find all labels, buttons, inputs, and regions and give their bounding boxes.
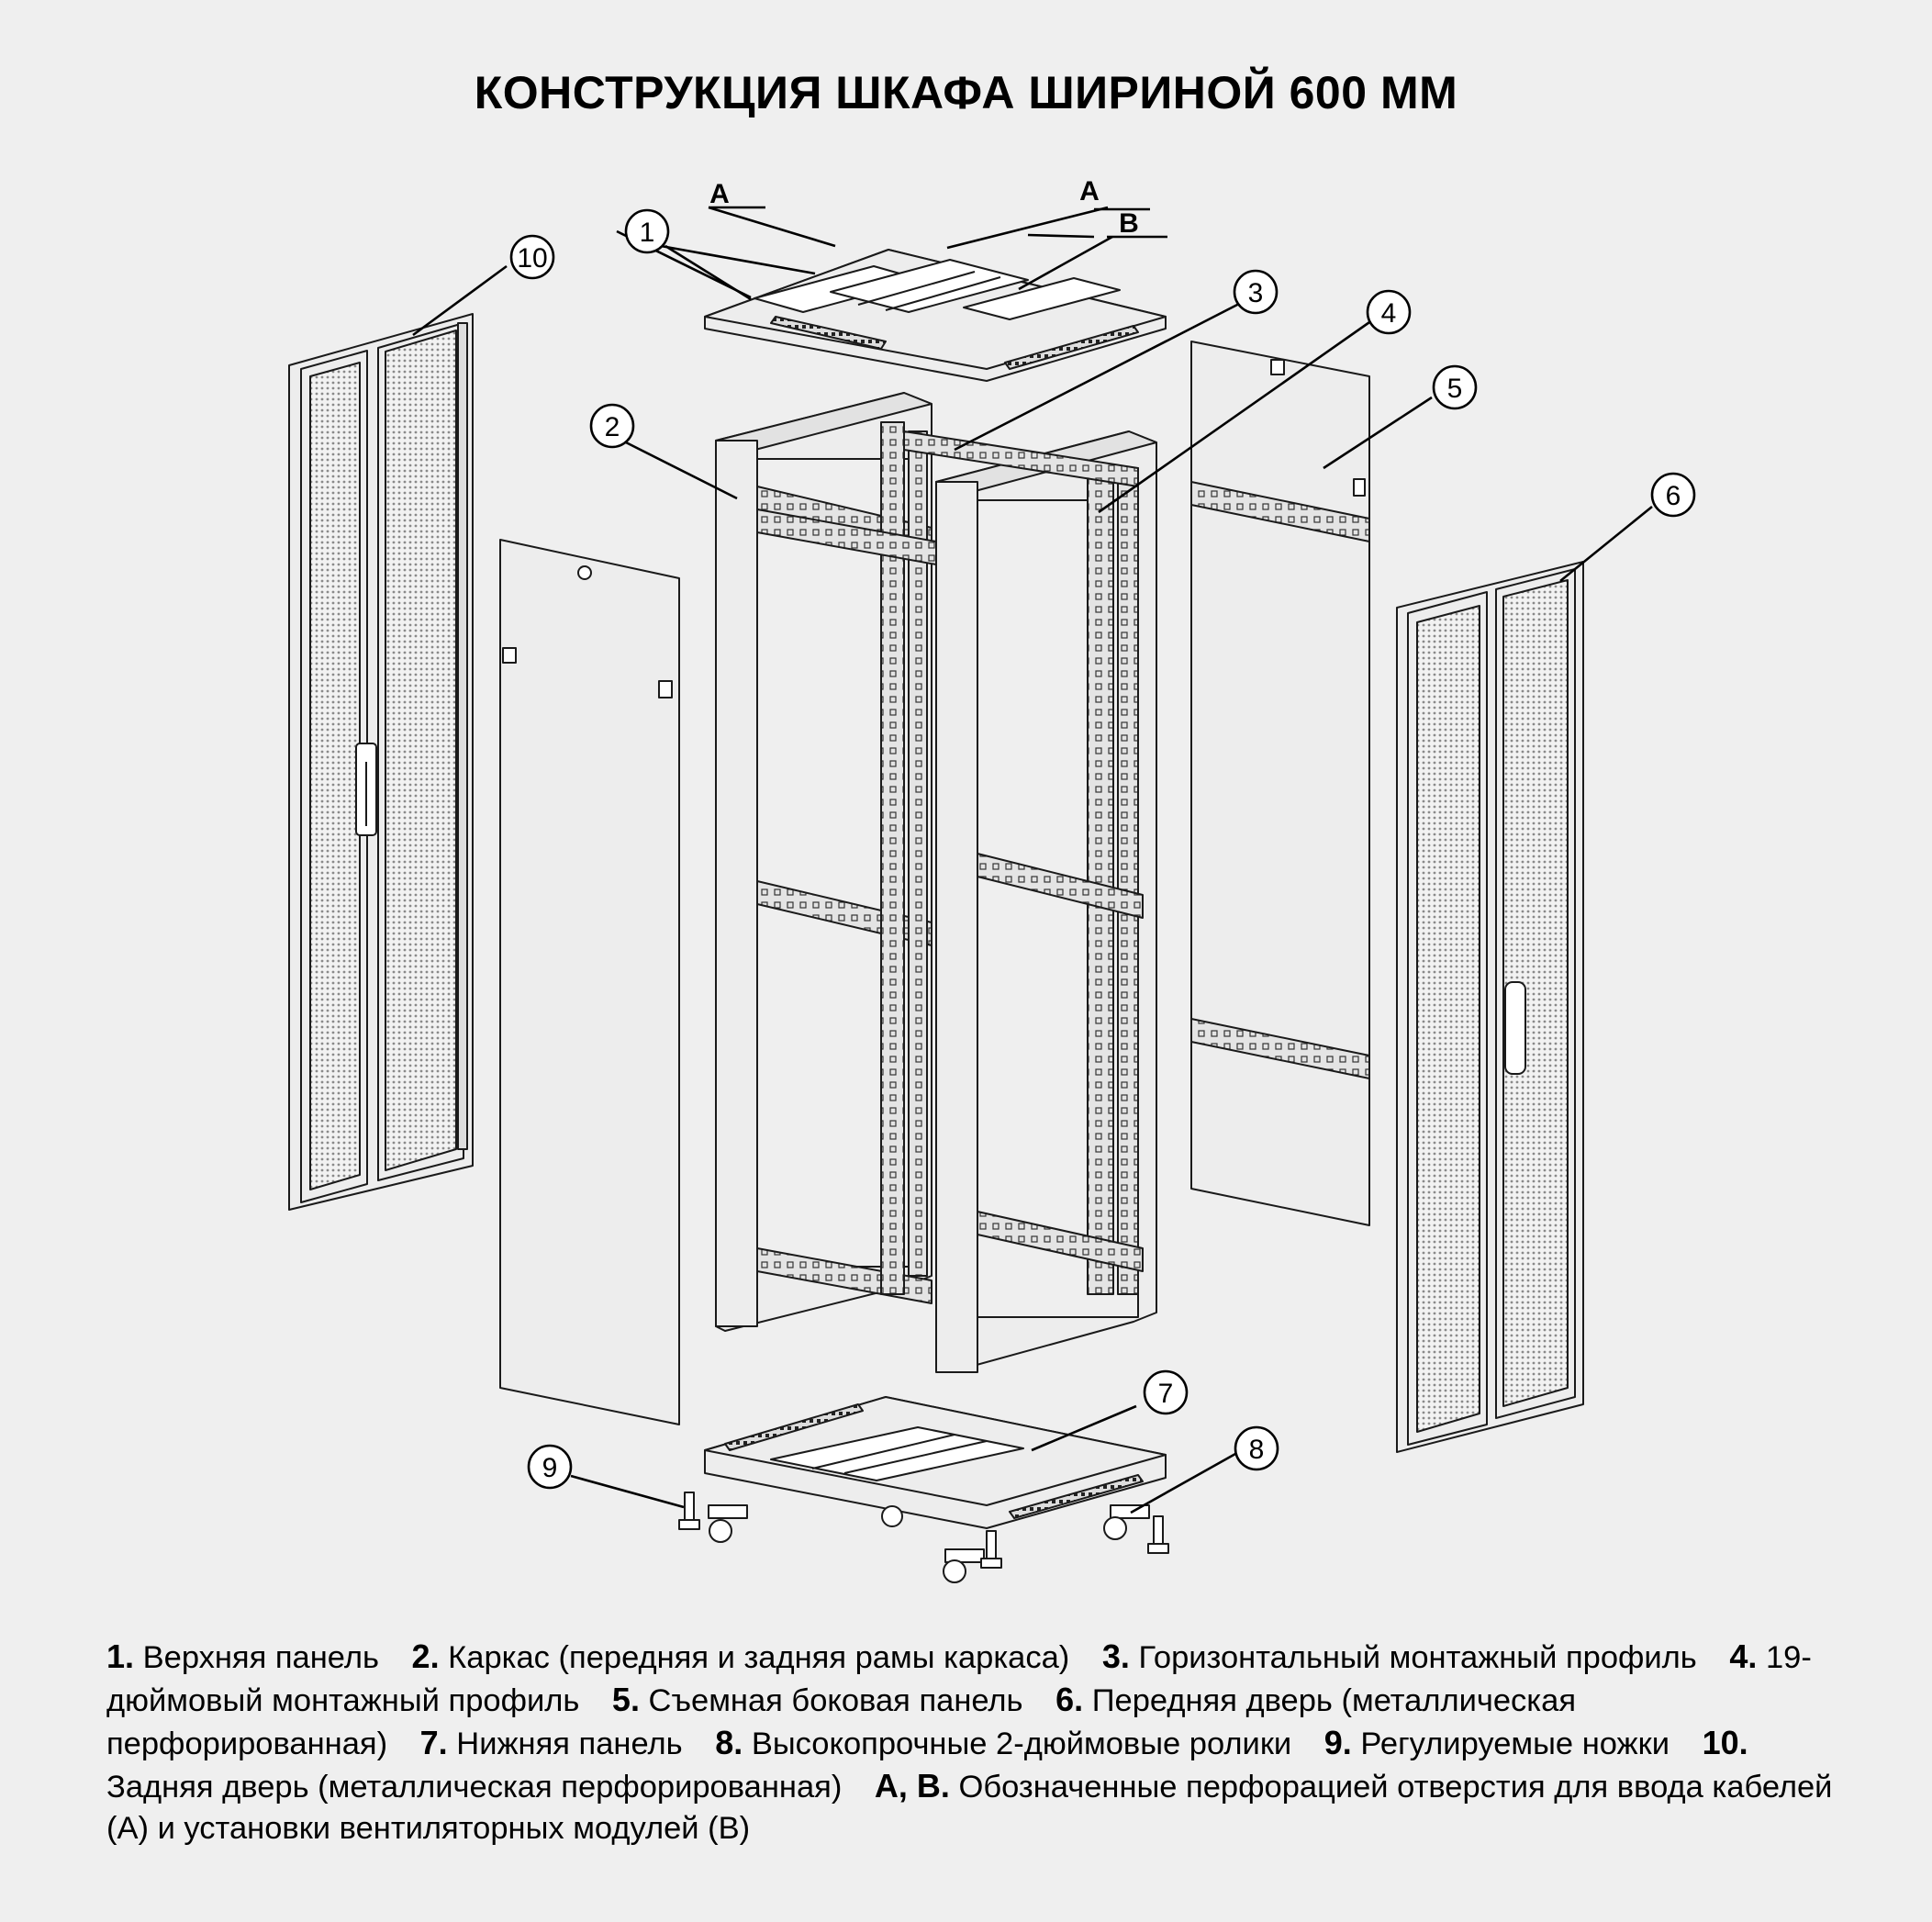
- diagram-title: КОНСТРУКЦИЯ ШКАФА ШИРИНОЙ 600 ММ: [474, 67, 1458, 118]
- svg-text:10: 10: [517, 243, 547, 274]
- callout-9: 9: [527, 1444, 573, 1490]
- legend-item-1: 1. Верхняя панель: [106, 1637, 379, 1675]
- callout-2: 2: [589, 403, 635, 449]
- caster: [708, 1504, 748, 1543]
- foot: [980, 1530, 1002, 1569]
- svg-text:3: 3: [1248, 278, 1264, 308]
- side-panel-right: [1190, 341, 1370, 1226]
- svg-text:4: 4: [1381, 298, 1397, 329]
- legend-item-5: 5. Съемная боковая панель: [611, 1681, 1023, 1718]
- caster: [943, 1548, 985, 1583]
- top-panel: [704, 249, 1167, 382]
- cabinet-exploded-drawing: 1 2 3 4 5 6 7 8 9 10 A A B: [288, 176, 1696, 1583]
- letter-b: B: [1119, 208, 1139, 239]
- svg-text:8: 8: [1249, 1435, 1265, 1465]
- svg-text:7: 7: [1158, 1379, 1174, 1409]
- callout-10: 10: [509, 234, 555, 280]
- callout-3: 3: [1233, 269, 1279, 315]
- bottom-panel: [704, 1396, 1167, 1529]
- svg-text:6: 6: [1666, 481, 1681, 511]
- letter-a-right: A: [1079, 176, 1100, 207]
- callout-6: 6: [1650, 472, 1696, 518]
- callout-5: 5: [1432, 364, 1478, 410]
- cutout-letters: A A B: [709, 176, 1139, 239]
- legend-item-2: 2. Каркас (передняя и задняя рамы каркас…: [411, 1637, 1070, 1675]
- frame: [715, 392, 1157, 1373]
- svg-text:9: 9: [542, 1453, 558, 1483]
- side-panel-left: [499, 539, 680, 1425]
- letter-a-left: A: [709, 179, 730, 209]
- legend: 1. Верхняя панель 2. Каркас (передняя и …: [106, 1636, 1850, 1849]
- svg-text:1: 1: [640, 218, 655, 248]
- foot: [678, 1492, 700, 1530]
- legend-item-7: 7. Нижняя панель: [419, 1724, 683, 1761]
- legend-item-6: 6. Передняя дверь (металлическая перфори…: [106, 1681, 1577, 1761]
- callout-7: 7: [1143, 1369, 1189, 1415]
- legend-item-3: 3. Горизонтальный монтажный профиль: [1101, 1637, 1697, 1675]
- rear-door: [288, 313, 474, 1211]
- front-door: [1396, 561, 1584, 1453]
- callout-8: 8: [1234, 1425, 1279, 1471]
- legend-item-4: 4. 19-дюймовый монтажный профиль: [106, 1637, 1812, 1718]
- callout-4: 4: [1366, 289, 1412, 335]
- svg-text:2: 2: [605, 412, 620, 442]
- callouts: 1 2 3 4 5 6 7 8 9 10: [509, 208, 1696, 1490]
- legend-item-ab: A, B. Обозначенные перфорацией отверстия…: [106, 1767, 1833, 1846]
- foot: [1147, 1515, 1169, 1554]
- callout-1: 1: [624, 208, 670, 254]
- legend-item-10: 10. Задняя дверь (металлическая перфорир…: [106, 1724, 1748, 1805]
- legend-item-8: 8. Высокопрочные 2-дюймовые ролики: [715, 1724, 1292, 1761]
- legend-item-9: 9. Регулируемые ножки: [1323, 1724, 1670, 1761]
- caster: [1103, 1504, 1150, 1540]
- svg-text:5: 5: [1447, 374, 1463, 404]
- adjustable-feet: [678, 1492, 1169, 1569]
